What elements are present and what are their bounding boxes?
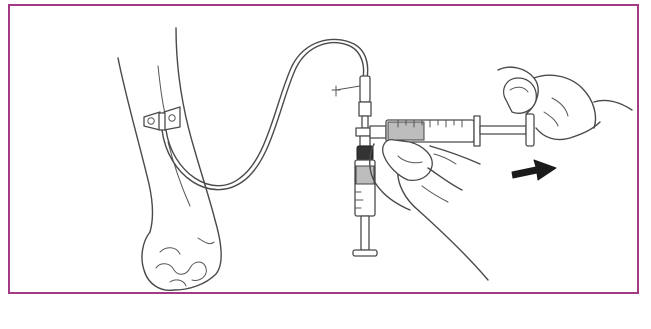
tube-connector xyxy=(332,76,374,136)
butterfly-wings xyxy=(144,107,180,130)
clenched-fist xyxy=(142,220,221,290)
blood-draw-illustration xyxy=(10,6,637,292)
holding-hand xyxy=(370,140,488,280)
illustration-frame xyxy=(8,4,639,294)
vertical-syringe xyxy=(353,136,377,256)
pull-direction-arrow-icon xyxy=(512,160,556,180)
butterfly-tubing xyxy=(162,39,368,189)
